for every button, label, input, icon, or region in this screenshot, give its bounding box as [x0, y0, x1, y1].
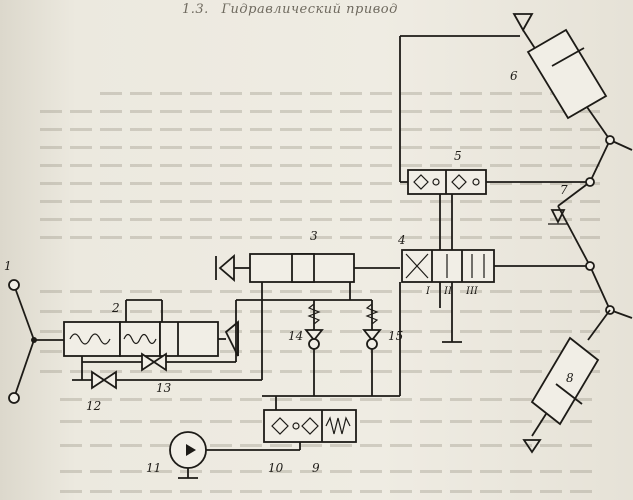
label-3: 3	[310, 229, 318, 243]
component-4-control-valve	[401, 249, 590, 343]
label-14: 14	[288, 329, 303, 343]
label-10: 10	[268, 461, 284, 475]
valve-13	[141, 352, 167, 372]
label-12: 12	[86, 399, 101, 413]
valve-position-1: I	[425, 286, 431, 297]
label-8: 8	[566, 371, 574, 385]
valve-12	[91, 370, 117, 390]
component-9-10-valve-block	[206, 409, 357, 451]
label-5: 5	[454, 149, 462, 163]
label-4: 4	[397, 233, 406, 247]
articulated-frame	[548, 135, 633, 319]
component-11-pump	[169, 431, 207, 479]
component-6-cylinder	[512, 13, 611, 141]
section-heading: 1.3. Гидравлический привод	[182, 2, 406, 17]
check-valve-14	[304, 303, 324, 350]
component-5-valve-block	[399, 36, 590, 250]
supply-lines	[72, 282, 401, 410]
component-2-unit	[63, 299, 239, 357]
component-8-cylinder	[522, 309, 611, 454]
label-9: 9	[312, 461, 320, 475]
section-title: Гидравлический привод	[221, 2, 398, 17]
label-11: 11	[146, 461, 161, 475]
steering-wheel	[8, 279, 64, 404]
check-valve-15	[362, 303, 382, 350]
valve-position-3: III	[465, 286, 479, 297]
label-2: 2	[111, 301, 120, 315]
label-15: 15	[388, 329, 403, 343]
label-1: 1	[4, 259, 12, 273]
valve-position-2: II	[443, 286, 453, 297]
label-13: 13	[156, 381, 172, 395]
component-3-cylinder	[215, 253, 400, 283]
label-6: 6	[510, 69, 518, 83]
label-7: 7	[560, 183, 568, 197]
section-number: 1.3.	[182, 2, 209, 17]
